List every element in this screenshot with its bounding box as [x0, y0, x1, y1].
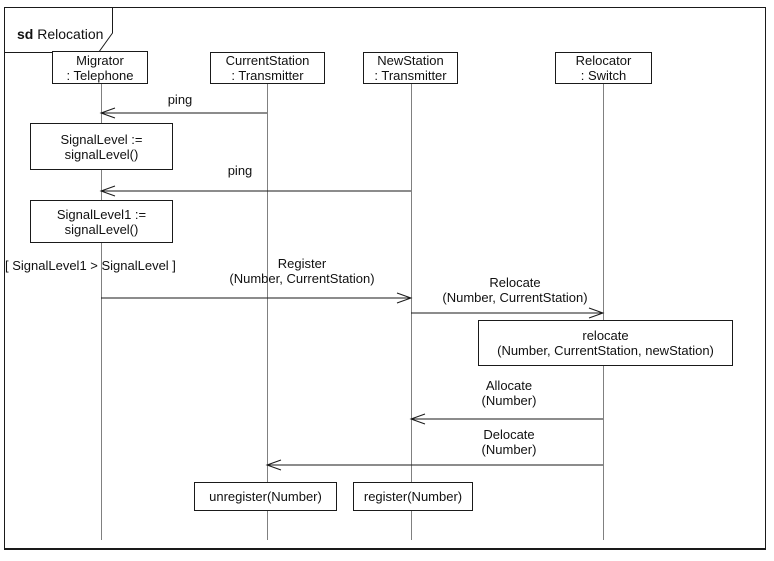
message-label-line: Relocate	[489, 275, 541, 290]
lifeline-head-currentstation: CurrentStation : Transmitter	[210, 52, 325, 84]
message-label-line: (Number, CurrentStation)	[229, 271, 375, 286]
lifeline-line-currentstation	[267, 83, 268, 540]
action-line: SignalLevel :=	[60, 131, 143, 147]
message-arrow-relocate	[411, 307, 605, 319]
title-keyword: sd	[17, 26, 34, 42]
action-box-unregister: unregister(Number)	[194, 482, 337, 511]
message-label-register: Register (Number, CurrentStation)	[202, 256, 402, 286]
lifeline-name: Migrator	[76, 52, 124, 68]
action-box-signal-level: SignalLevel := signalLevel()	[30, 123, 173, 170]
action-box-signal-level1: SignalLevel1 := signalLevel()	[30, 200, 173, 243]
lifeline-name: Relocator	[575, 53, 632, 68]
lifeline-head-migrator: Migrator : Telephone	[52, 51, 148, 84]
message-label-line: Register	[277, 256, 327, 271]
message-label-line: ping	[167, 92, 193, 107]
action-line: signalLevel()	[64, 221, 139, 237]
message-label-line: (Number)	[481, 442, 537, 457]
message-label-delocate: Delocate (Number)	[409, 427, 609, 457]
lifeline-name: CurrentStation	[225, 53, 310, 68]
frame-title-tab	[4, 7, 113, 53]
message-label-ping-2: ping	[190, 163, 290, 178]
message-label-line: (Number)	[481, 393, 537, 408]
message-label-line: ping	[227, 163, 253, 178]
lifeline-line-migrator	[101, 84, 102, 540]
diagram-frame	[4, 7, 766, 550]
message-arrow-register	[101, 292, 413, 304]
action-box-relocate: relocate (Number, CurrentStation, newSta…	[478, 320, 733, 366]
message-arrow-ping-2	[99, 185, 411, 197]
message-label-allocate: Allocate (Number)	[409, 378, 609, 408]
lifeline-type: : Transmitter	[374, 68, 447, 83]
action-line: SignalLevel1 :=	[56, 206, 147, 222]
title-name: Relocation	[37, 26, 104, 42]
lifeline-line-relocator	[603, 84, 604, 540]
action-line: signalLevel()	[64, 146, 139, 162]
message-arrow-delocate	[265, 459, 603, 471]
lifeline-name: NewStation	[377, 53, 444, 68]
lifeline-type: : Telephone	[66, 67, 134, 83]
lifeline-type: : Transmitter	[231, 68, 304, 83]
message-label-line: Delocate	[483, 427, 535, 442]
message-label-ping-1: ping	[130, 92, 230, 107]
action-line: unregister(Number)	[209, 489, 322, 504]
action-box-register: register(Number)	[353, 482, 473, 511]
message-label-line: Allocate	[485, 378, 533, 393]
action-line: relocate	[582, 328, 629, 343]
action-line: register(Number)	[363, 489, 463, 504]
message-arrow-allocate	[409, 413, 603, 425]
message-label-line: (Number, CurrentStation)	[442, 290, 588, 305]
lifeline-line-newstation	[411, 83, 412, 540]
lifeline-head-newstation: NewStation : Transmitter	[363, 52, 458, 84]
message-arrow-ping-1	[99, 107, 267, 119]
lifeline-head-relocator: Relocator : Switch	[555, 52, 652, 84]
action-line: (Number, CurrentStation, newStation)	[497, 343, 714, 358]
message-label-relocate: Relocate (Number, CurrentStation)	[415, 275, 615, 305]
frame-title: sd Relocation	[17, 26, 103, 42]
lifeline-type: : Switch	[580, 68, 627, 83]
guard-label: [ SignalLevel1 > SignalLevel ]	[5, 258, 176, 273]
